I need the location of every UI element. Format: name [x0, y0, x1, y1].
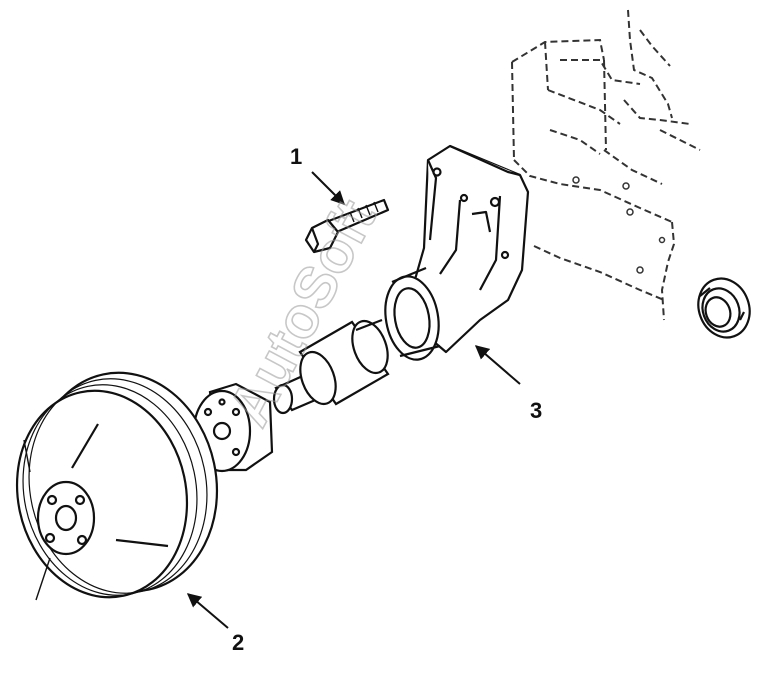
mounting-bolt — [304, 198, 390, 254]
crankshaft-seal — [697, 277, 751, 339]
callout-1-bolt: 1 — [290, 144, 302, 169]
callout-3-bracket: 3 — [530, 398, 542, 423]
pulley-leader-arrow — [186, 593, 229, 629]
leader-lines — [186, 171, 521, 629]
engine-block-outline — [511, 9, 701, 321]
bracket-leader-arrow — [474, 345, 521, 385]
callout-2-pulley: 2 — [232, 630, 244, 655]
engine-block-holes — [572, 176, 666, 274]
idler-shaft — [272, 318, 390, 415]
bolt-leader-arrow — [311, 171, 345, 205]
crankshaft-pulley — [15, 371, 219, 601]
idler-bracket — [384, 144, 530, 361]
